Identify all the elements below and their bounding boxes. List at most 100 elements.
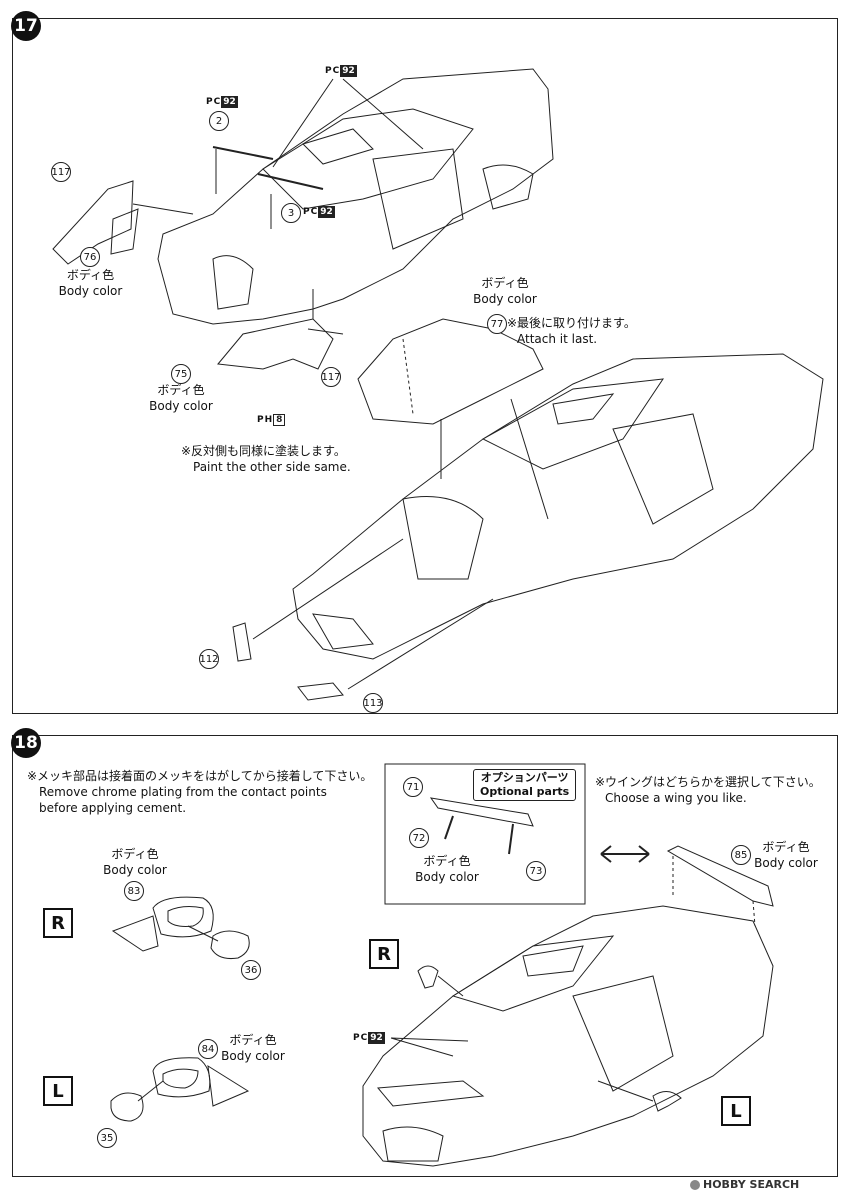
attach-last-en: Attach it last.: [517, 332, 598, 346]
mirror-84-shape: [152, 1057, 211, 1098]
body-color-en: Body color: [149, 399, 213, 413]
body-color-85: ボディ色 Body color: [751, 839, 821, 871]
other-side-jp: ※反対側も同様に塗装します。: [181, 444, 346, 458]
part-77-hood: [357, 318, 544, 425]
watermark: HOBBY SEARCH: [690, 1178, 799, 1191]
body-color-jp: ボディ色: [481, 276, 529, 290]
part-number-35: 35: [97, 1128, 117, 1148]
paint-sub: C: [332, 66, 340, 76]
part-number-84: 84: [198, 1039, 218, 1059]
part-112-shape: [232, 622, 252, 662]
wing-71-shape: [429, 797, 534, 827]
body-color-75: ボディ色 Body color: [141, 382, 221, 414]
paint-prefix: P: [303, 207, 310, 217]
paint-sub: C: [310, 207, 318, 217]
body-color-en: Body color: [473, 292, 537, 306]
part-number-76: 76: [80, 247, 100, 267]
body-color-jp: ボディ色: [229, 1033, 277, 1047]
attach-last-jp: ※最後に取り付けます。: [507, 316, 636, 330]
body-color-en: Body color: [754, 856, 818, 870]
wing-note: ※ウイングはどちらかを選択して下さい。 Choose a wing you li…: [595, 774, 821, 806]
part-number-72: 72: [409, 828, 429, 848]
part-75-shape: [217, 318, 334, 370]
body-color-jp: ボディ色: [762, 840, 810, 854]
paint-sub: C: [213, 97, 221, 107]
body-color-jp: ボディ色: [423, 854, 471, 868]
paint-code: 92: [318, 206, 335, 218]
part-number-85: 85: [731, 845, 751, 865]
paint-code: 92: [368, 1032, 385, 1044]
body-color-en: Body color: [103, 863, 167, 877]
chrome-note-en1: Remove chrome plating from the contact p…: [39, 785, 327, 799]
body-color-en: Body color: [221, 1049, 285, 1063]
paint-sub: H: [264, 415, 273, 425]
paint-code: 92: [221, 96, 238, 108]
paint-code: 8: [273, 414, 286, 426]
body-color-76: ボディ色 Body color: [53, 267, 128, 299]
part-number-36: 36: [241, 960, 261, 980]
part-number-2: 2: [209, 111, 229, 131]
paint-prefix: P: [325, 66, 332, 76]
part-76-shape: [52, 180, 134, 265]
car-left-label: L: [721, 1096, 751, 1126]
car-right-label: R: [369, 939, 399, 969]
chrome-note: ※メッキ部品は接着面のメッキをはがしてから接着して下さい。 Remove chr…: [27, 768, 372, 816]
body-color-jp: ボディ色: [66, 268, 115, 282]
paint-prefix: P: [206, 97, 213, 107]
other-side-note: ※反対側も同様に塗装します。 Paint the other side same…: [181, 443, 351, 475]
paint-prefix: P: [257, 415, 264, 425]
hobby-search-logo-icon: [690, 1179, 700, 1190]
step-17-drawing: [52, 68, 824, 701]
mirror-83-shape: [152, 896, 214, 938]
attach-last-note: ※最後に取り付けます。 Attach it last.: [507, 315, 636, 347]
optional-parts-header: オプションパーツ Optional parts: [473, 769, 577, 801]
part-number-3: 3: [281, 203, 301, 223]
step-18-badge: 18: [11, 728, 41, 758]
wing-note-en: Choose a wing you like.: [605, 791, 747, 805]
body-color-en: Body color: [415, 870, 479, 884]
step-18-drawing: [110, 763, 774, 1167]
part-number-113: 113: [363, 693, 383, 713]
part-number-117-top: 117: [51, 162, 71, 182]
mirror-glass-35: [110, 1092, 144, 1122]
body-color-en: Body color: [58, 284, 123, 298]
wing-85-shape: [666, 845, 774, 907]
wing-note-jp: ※ウイングはどちらかを選択して下さい。: [595, 775, 821, 789]
chrome-note-jp: ※メッキ部品は接着面のメッキをはがしてから接着して下さい。: [27, 769, 373, 783]
right-side-label: R: [43, 908, 73, 938]
part-number-71: 71: [403, 777, 423, 797]
part-number-83: 83: [124, 881, 144, 901]
step-17-badge: 17: [11, 11, 41, 41]
body-color-83: ボディ色 Body color: [97, 846, 173, 878]
body-color-77: ボディ色 Body color: [465, 275, 545, 307]
paint-code: 92: [340, 65, 357, 77]
paint-prefix: P: [353, 1033, 360, 1043]
body-color-jp: ボディ色: [111, 847, 159, 861]
step-18-car-outline: [362, 905, 774, 1167]
part-number-77: 77: [487, 314, 507, 334]
watermark-text: HOBBY SEARCH: [703, 1178, 800, 1191]
other-side-en: Paint the other side same.: [193, 460, 351, 474]
part-number-117-bottom: 117: [321, 367, 341, 387]
left-side-label: L: [43, 1076, 73, 1106]
optional-parts-jp: オプションパーツ: [480, 771, 569, 784]
mirror-glass-36: [210, 930, 250, 959]
part-number-112: 112: [199, 649, 219, 669]
chrome-note-en2: before applying cement.: [39, 801, 187, 815]
body-color-jp: ボディ色: [157, 383, 205, 397]
step-18-panel: 18 ※メッキ部品は接着面のメッキをはがしてから接着して下さい。 Remove …: [11, 728, 838, 1177]
paint-sub: C: [360, 1033, 368, 1043]
part-113-shape: [297, 682, 344, 701]
body-color-option: ボディ色 Body color: [411, 853, 483, 885]
part-number-75: 75: [171, 364, 191, 384]
part-number-73: 73: [526, 861, 546, 881]
optional-parts-en: Optional parts: [480, 785, 570, 798]
body-color-84: ボディ色 Body color: [215, 1032, 291, 1064]
lower-body-outline: [292, 353, 824, 660]
